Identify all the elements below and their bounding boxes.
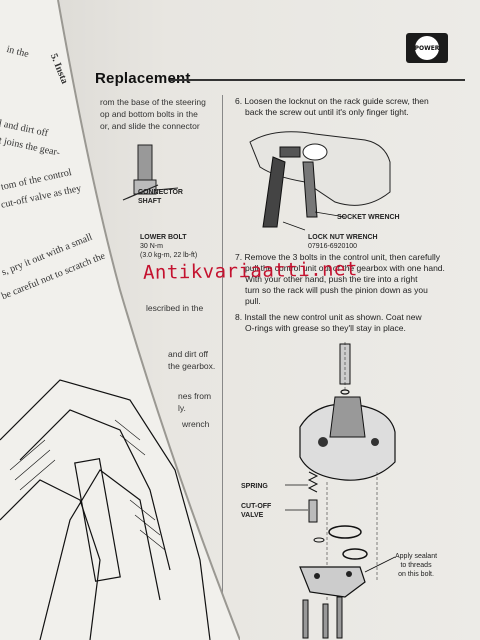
section-title: Replacement <box>95 70 191 87</box>
steering-connector-diagram <box>122 144 179 201</box>
callout-spring: SPRING <box>241 483 268 490</box>
watermark: Antikvariaatti.net <box>142 258 359 284</box>
callout-apply-sealant: Apply sealant to threads on this bolt. <box>395 553 438 578</box>
curled-page <box>0 0 240 640</box>
column-divider <box>222 95 223 640</box>
step-8: 8. Install the new control unit as shown… <box>235 312 422 333</box>
rack-guide-diagram <box>249 131 391 231</box>
callout-socket-wrench: SOCKET WRENCH <box>337 214 400 221</box>
power-badge: POWER <box>406 33 448 63</box>
title-rule <box>170 79 465 81</box>
left-fragment-2: and dirt off the gearbox. <box>168 349 216 371</box>
control-unit-exploded-diagram <box>285 342 396 639</box>
callout-cut-off-valve: CUT-OFF VALVE <box>241 503 272 519</box>
left-fragment-4: wrench <box>182 419 210 429</box>
callout-lower-bolt: LOWER BOLT 30 N-m (3.0 kg-m, 22 lb-ft) <box>140 234 198 259</box>
step-6: 6. Loosen the locknut on the rack guide … <box>235 96 429 117</box>
left-fragment-3: nes from ly. <box>178 391 212 413</box>
callout-lock-nut-wrench: LOCK NUT WRENCH 07916-6920100 <box>308 234 378 250</box>
callout-connector-shaft: CONNECTOR SHAFT <box>138 189 183 205</box>
power-icon: POWER <box>415 36 439 60</box>
left-para-1: rom the base of the steering op and bott… <box>100 97 206 131</box>
step-7: 7. Remove the 3 bolts in the control uni… <box>235 252 445 306</box>
left-fragment-1: lescribed in the <box>146 303 204 313</box>
